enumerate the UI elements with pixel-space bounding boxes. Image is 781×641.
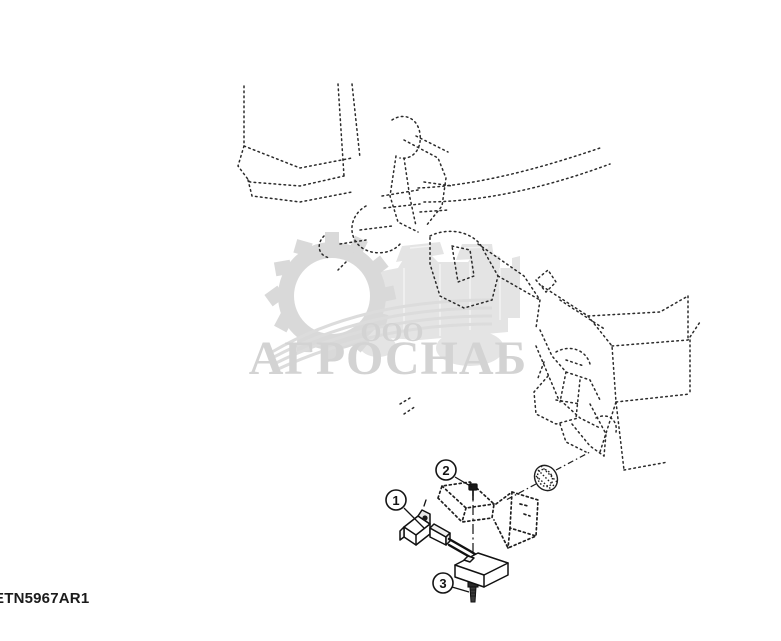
callout-3[interactable]: 3	[432, 572, 470, 594]
callout-3-number: 3	[439, 576, 446, 591]
steering-column-phantom	[318, 115, 453, 259]
cable-grommet	[533, 464, 559, 492]
connector-terminal	[417, 499, 431, 525]
misc-phantom-marks	[337, 261, 417, 415]
sensor-block	[454, 552, 509, 588]
callout-group: 1 2 3	[385, 459, 473, 594]
callout-2-circle[interactable]	[435, 459, 457, 481]
callout-3-circle[interactable]	[432, 572, 454, 594]
callout-1-circle[interactable]	[385, 489, 407, 511]
context-phantom-geometry	[237, 83, 701, 471]
callout-1-number: 1	[392, 493, 399, 508]
connector-barrel	[429, 523, 451, 546]
sensor-harness-assembly	[399, 499, 509, 588]
field-swoosh	[271, 298, 493, 372]
watermark-group: ООО АГРОСНАБ	[249, 232, 528, 385]
grommet-leader	[505, 451, 591, 501]
bolt-upper	[468, 483, 478, 500]
gear-center-hole	[294, 258, 370, 334]
watermark-ooo: ООО	[360, 317, 423, 347]
right-frame-phantom	[534, 268, 701, 471]
floor-panel-phantom	[533, 329, 607, 457]
harvester-wheels	[360, 330, 504, 366]
callout-2-number: 2	[442, 463, 449, 478]
gear-teeth	[264, 232, 397, 363]
mounting-bracket-phantom	[437, 481, 539, 550]
part-number-label: ETN5967AR1	[0, 590, 90, 607]
cab-frame-phantom	[237, 83, 361, 203]
roof-curve-phantom	[417, 147, 611, 203]
pedal-assembly-phantom	[537, 347, 617, 433]
callout-2[interactable]: 2	[435, 459, 473, 488]
console-phantom	[429, 230, 541, 329]
callout-1[interactable]: 1	[385, 489, 425, 529]
connector-body	[399, 515, 431, 546]
watermark-company-name: АГРОСНАБ	[249, 332, 528, 385]
